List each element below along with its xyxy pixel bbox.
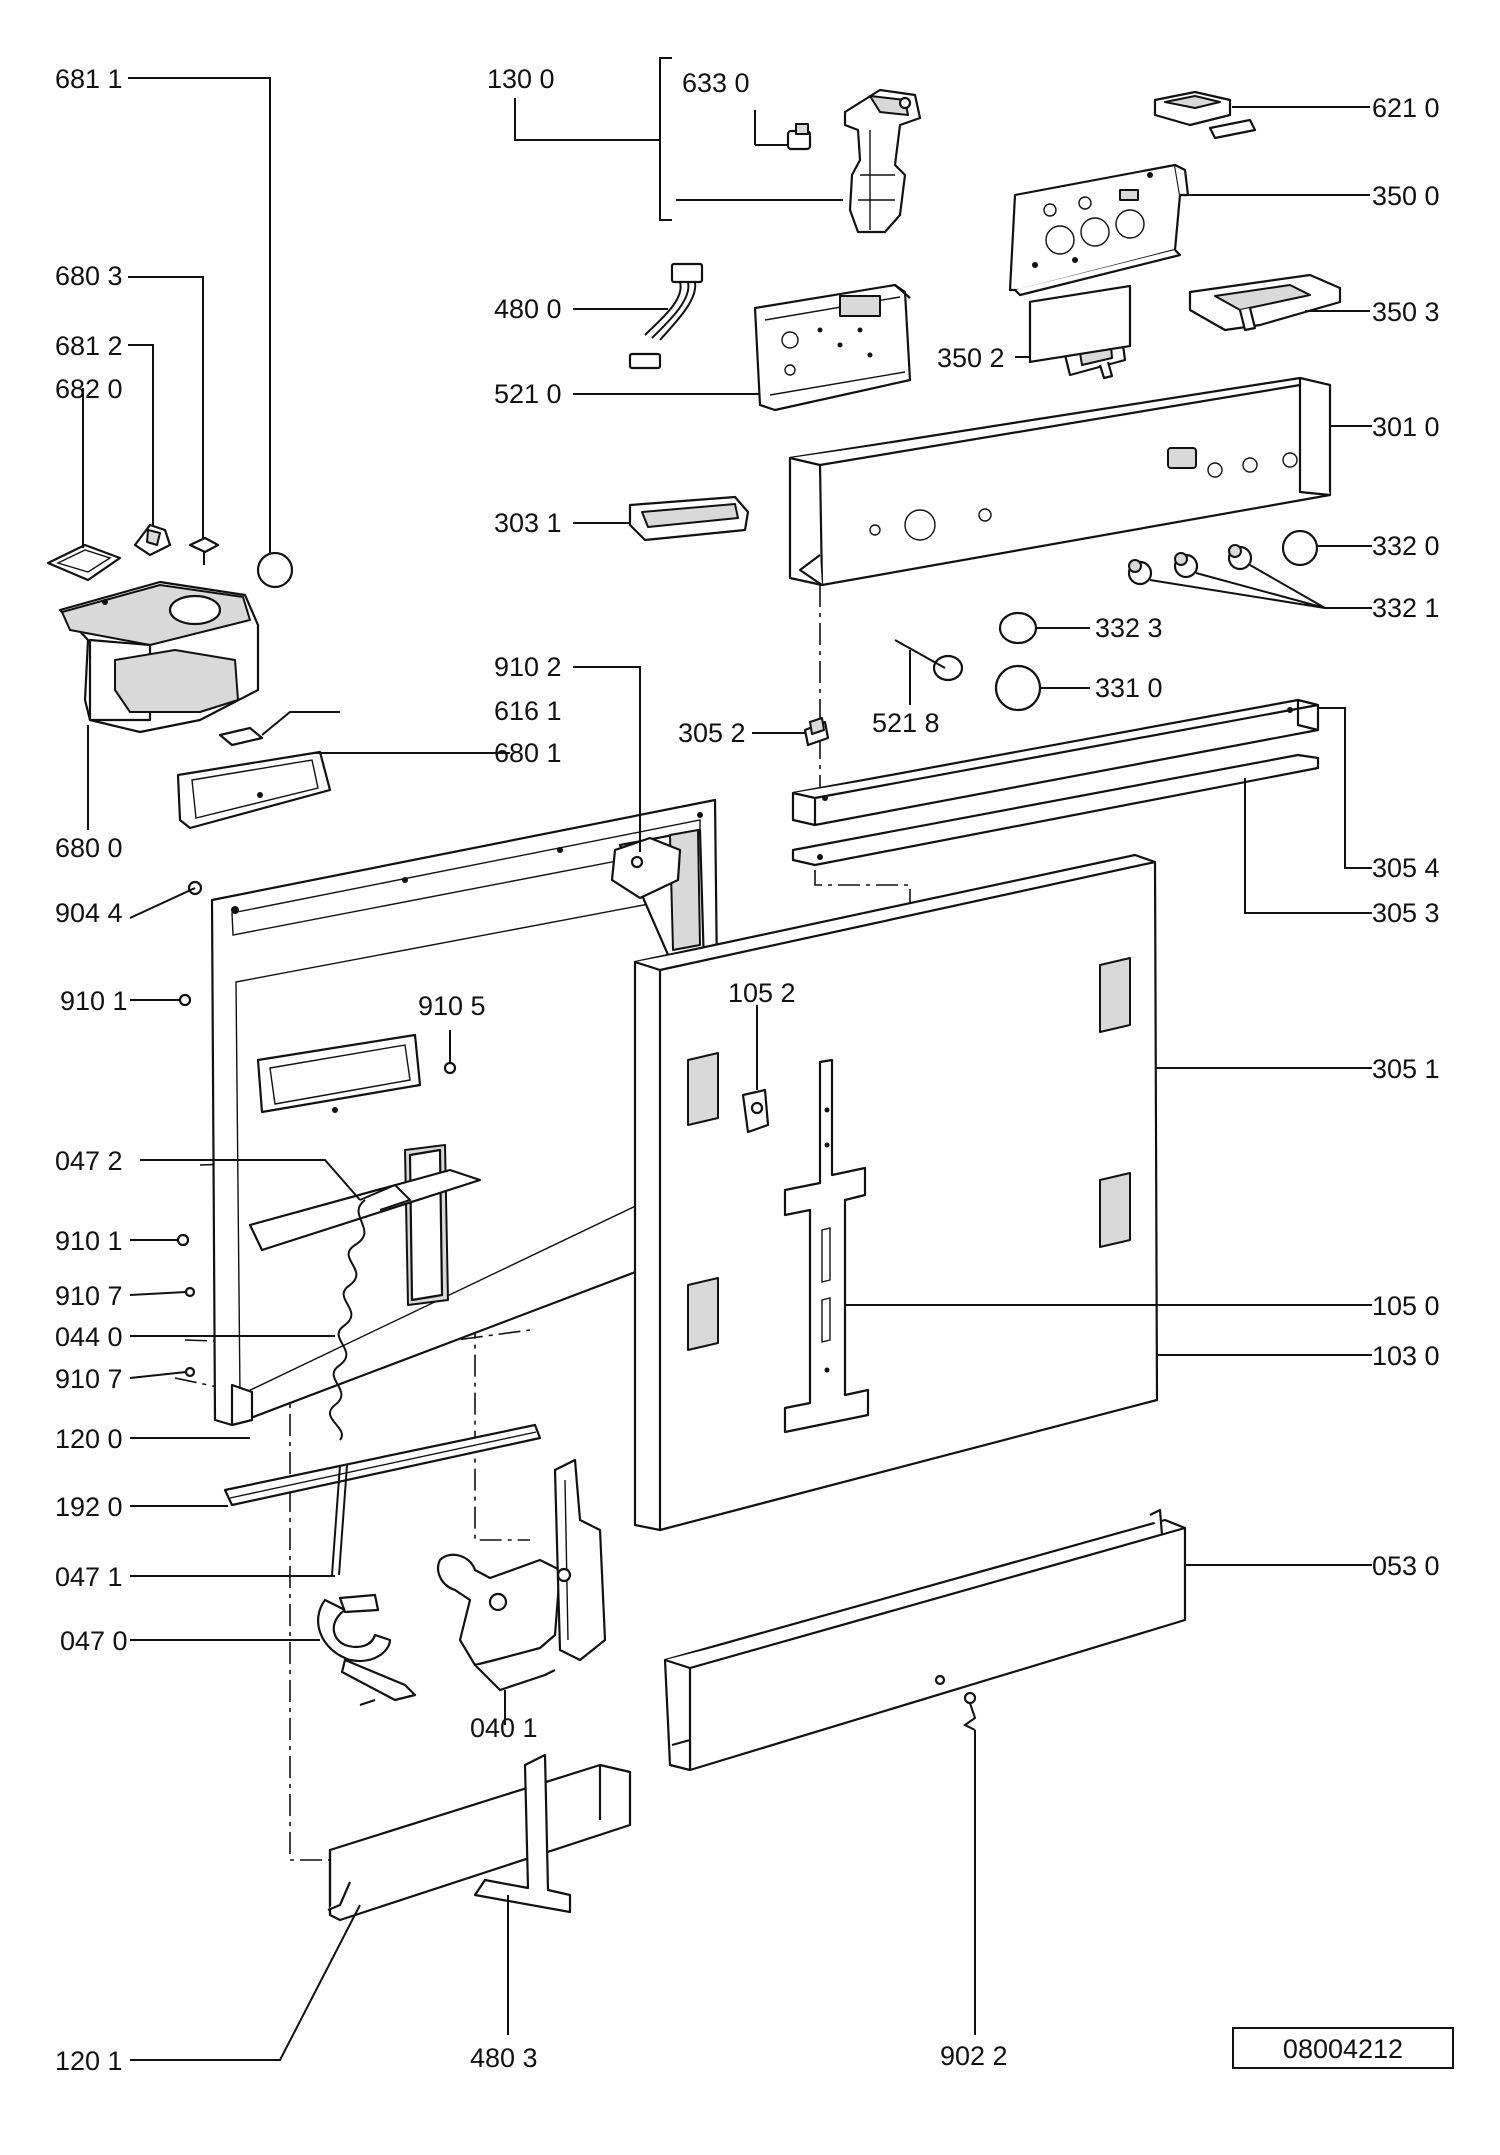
diagram-id-box: 08004212 [1232,2027,1454,2069]
part-305-4-rail [791,698,1372,869]
callout-621-0: 621 0 [1372,93,1440,123]
part-904-4-screw [129,880,203,919]
callout-616-1: 616 1 [494,696,562,726]
part-053-0-kick-plate [663,1508,1372,1772]
callout-331-0: 331 0 [1095,673,1163,703]
diagram-id-text: 08004212 [1283,2034,1403,2064]
part-105-0-stiffener [783,1058,1372,1434]
callout-332-3: 332 3 [1095,613,1163,643]
callout-332-0: 332 0 [1372,531,1440,561]
callout-047-2: 047 2 [55,1146,123,1176]
part-305-3-strip [791,753,1372,914]
callout-910-2: 910 2 [494,652,562,682]
part-332-0-knob [1281,529,1372,567]
part-521-0-control-module [573,283,912,412]
part-192-0-strip [130,1423,542,1507]
part-910-7-screw-b [129,1366,196,1379]
callout-130-0: 130 0 [487,64,555,94]
part-130-0-hinge-bracket [843,88,922,234]
part-331-0-knob [994,664,1090,712]
callout-120-0: 120 0 [55,1424,123,1454]
part-633-0-clip [754,110,812,151]
callout-332-1: 332 1 [1372,593,1440,623]
part-910-1-screw-a [130,993,192,1007]
part-910-1-screw-b [130,1233,190,1247]
part-910-2-bracket [573,666,682,900]
callout-910-7-a: 910 7 [55,1281,123,1311]
callout-120-1: 120 1 [55,2046,123,2076]
part-681-2-cap [128,344,172,557]
callout-681-2: 681 2 [55,331,123,361]
callout-680-3: 680 3 [55,261,123,291]
callout-910-1-b: 910 1 [55,1226,123,1256]
callout-480-0: 480 0 [494,294,562,324]
callout-910-5: 910 5 [418,991,486,1021]
callout-192-0: 192 0 [55,1492,123,1522]
part-350-3-keypad-board [1188,273,1370,332]
part-303-1-display [573,495,750,542]
callout-303-1: 303 1 [494,508,562,538]
part-047-2-spring-hook [140,1159,412,1211]
part-480-0-wire-harness [573,262,704,370]
part-040-1-hinge [437,1458,607,1725]
part-103-0-outer-door [633,853,1372,1532]
part-047-1-rod [130,1464,348,1577]
callout-105-2: 105 2 [728,978,796,1008]
callout-681-1: 681 1 [55,64,123,94]
part-044-0-spring [130,1199,366,1441]
part-120-1-plinth [130,1763,632,2061]
part-680-1-gasket [176,750,510,830]
callout-305-4: 305 4 [1372,853,1440,883]
part-047-0-hinge-cam [130,1593,417,1706]
callout-labels: 681 1 130 0 633 0 621 0 350 0 680 3 480 … [55,64,1440,2076]
callout-350-3: 350 3 [1372,297,1440,327]
callout-047-1: 047 1 [55,1562,123,1592]
callout-305-1: 305 1 [1372,1054,1440,1084]
callout-910-1-a: 910 1 [60,986,128,1016]
part-332-1-buttons [1127,544,1372,609]
part-120-0-inner-door [130,798,722,1439]
callout-902-2: 902 2 [940,2041,1008,2071]
callout-521-8: 521 8 [872,708,940,738]
callout-350-2: 350 2 [937,343,1005,373]
part-681-2-682-0-seal [46,388,122,582]
part-332-3-button [998,611,1090,645]
callout-305-2: 305 2 [678,718,746,748]
part-680-3-valve [128,276,220,565]
part-521-8-potentiometer [894,639,964,705]
callout-682-0: 682 0 [55,374,123,404]
callout-350-0: 350 0 [1372,181,1440,211]
callout-103-0: 103 0 [1372,1341,1440,1371]
part-681-1-cap [128,77,294,589]
part-305-2-clip [752,717,830,747]
callout-910-7-b: 910 7 [55,1364,123,1394]
part-621-0-switch [1153,90,1370,140]
callout-521-0: 521 0 [494,379,562,409]
part-105-2-latch [741,1005,770,1134]
callout-053-0: 053 0 [1372,1551,1440,1581]
callout-480-3: 480 3 [470,2043,538,2073]
part-301-0-control-panel [788,284,1372,587]
part-910-5-screw [443,1030,457,1075]
callout-105-0: 105 0 [1372,1291,1440,1321]
callout-680-0: 680 0 [55,833,123,863]
callout-904-4: 904 4 [55,898,123,928]
part-910-7-screw-a [129,1286,196,1298]
part-480-3-bracket [473,1753,572,2035]
callout-301-0: 301 0 [1372,412,1440,442]
callout-047-0: 047 0 [60,1626,128,1656]
part-616-1-latch [218,711,340,747]
part-350-0-circuit-board [1008,163,1370,297]
callout-044-0: 044 0 [55,1322,123,1352]
part-902-2-clip [963,1691,977,2035]
callout-680-1: 680 1 [494,738,562,768]
callout-305-3: 305 3 [1372,898,1440,928]
bracket-130-0 [514,57,843,221]
callout-040-1: 040 1 [470,1713,538,1743]
callout-633-0: 633 0 [682,68,750,98]
part-680-0-dispenser [58,580,260,830]
